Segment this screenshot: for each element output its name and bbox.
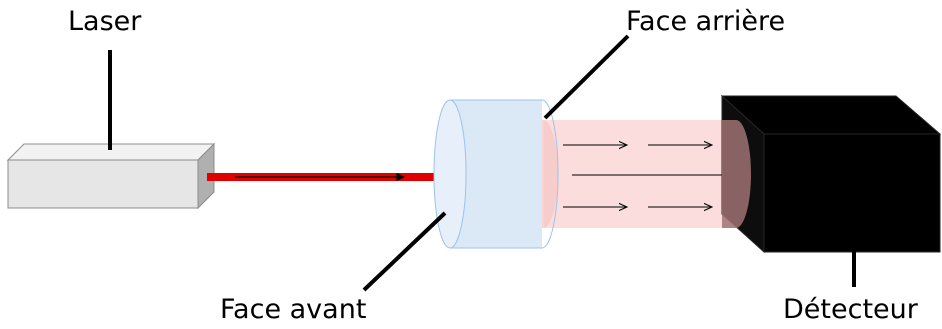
detecteur-label: Détecteur (783, 294, 918, 325)
laser-beam (207, 172, 442, 182)
laser-front-face (7, 159, 199, 209)
laser-device (6, 142, 216, 210)
leader-line-face-avant (362, 211, 447, 292)
face-arriere-label: Face arrière (626, 6, 786, 37)
sample-front-face (433, 99, 467, 249)
detector-light-spot (722, 120, 751, 228)
detector-device (720, 94, 942, 254)
sample-cylinder (433, 99, 559, 249)
transmitted-light (528, 120, 736, 228)
leader-line-face-arriere (543, 34, 630, 120)
light-arrows (563, 145, 743, 207)
leader-lines (108, 34, 856, 292)
laser-label: Laser (68, 6, 142, 37)
face-avant-label: Face avant (220, 294, 367, 325)
